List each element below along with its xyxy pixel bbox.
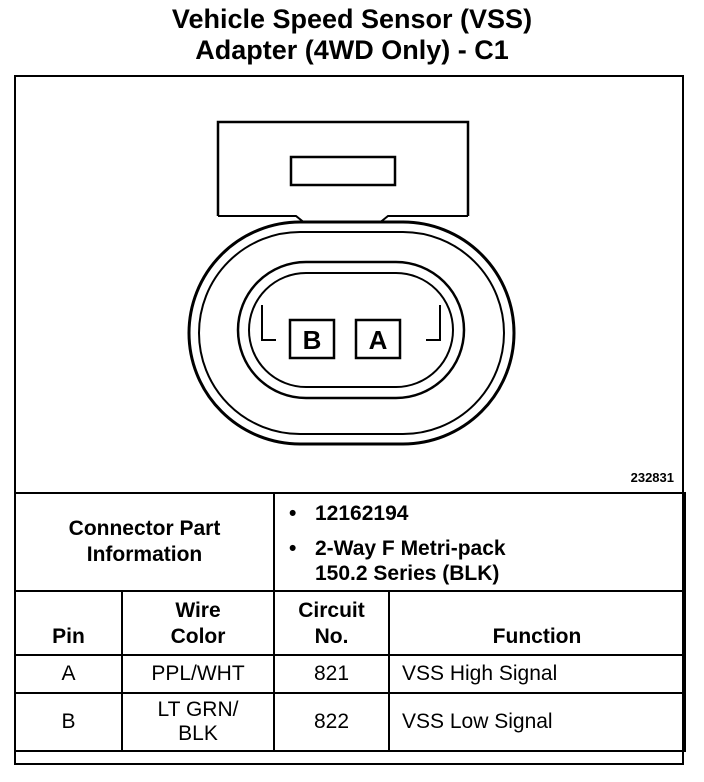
connector-shell-inner-ring bbox=[198, 231, 505, 435]
header-circuit-no: Circuit No. bbox=[273, 590, 390, 656]
key-rib-right bbox=[426, 305, 441, 341]
connector-face-drawing: B A bbox=[187, 120, 516, 446]
pin-cell: A bbox=[14, 654, 123, 694]
connector-info-values: • 12162194 • 2-Way F Metri-pack 150.2 Seri… bbox=[272, 492, 687, 592]
header-pin: Pin bbox=[14, 590, 123, 656]
header-function-text: Function bbox=[492, 625, 582, 648]
connector-socket bbox=[248, 272, 454, 388]
cavity-b-label: B bbox=[303, 325, 322, 355]
title-line-2: Adapter (4WD Only) - C1 bbox=[195, 35, 509, 65]
header-pin-text: Pin bbox=[52, 625, 85, 648]
circuit-cell: 821 bbox=[273, 654, 390, 694]
title-line-1: Vehicle Speed Sensor (VSS) bbox=[171, 4, 533, 34]
function-cell: VSS High Signal bbox=[387, 654, 687, 694]
circuit-cell: 822 bbox=[273, 692, 390, 752]
header-circuit-line1: Circuit bbox=[298, 599, 365, 622]
connector-info-row: Connector Part Information • 12162194 • 2-… bbox=[14, 492, 687, 592]
bullet: • bbox=[289, 501, 297, 525]
wire-color-cell: PPL/WHT bbox=[121, 654, 275, 694]
wire-color-line2: BLK bbox=[178, 722, 218, 745]
header-function: Function bbox=[387, 590, 687, 656]
connector-housing bbox=[216, 120, 470, 216]
connector-illustration-frame bbox=[14, 75, 684, 765]
wire-color-line1: LT GRN/ bbox=[157, 698, 239, 721]
connector-description-line1: 2-Way F Metri-pack bbox=[315, 536, 506, 560]
connector-pinout-table: Connector Part Information • 12162194 • 2-… bbox=[14, 492, 687, 752]
connector-info-label-line2: Information bbox=[86, 543, 203, 566]
connector-socket-rim bbox=[236, 260, 466, 400]
function-cell: VSS Low Signal bbox=[387, 692, 687, 752]
connector-description-line2: 150.2 Series (BLK) bbox=[315, 561, 500, 585]
bullet: • bbox=[289, 536, 297, 560]
table-row: B LT GRN/ BLK 822 VSS Low Signal bbox=[14, 692, 687, 752]
header-wire-color: Wire Color bbox=[121, 590, 275, 656]
locking-tab bbox=[289, 155, 397, 187]
connector-info-label: Connector Part Information bbox=[14, 492, 275, 592]
pin-cell: B bbox=[14, 692, 123, 752]
cavity-b-box bbox=[288, 318, 336, 360]
cavity-a-box bbox=[354, 318, 402, 360]
key-rib-left bbox=[261, 305, 276, 341]
header-circuit-line2: No. bbox=[314, 625, 349, 648]
part-number: 12162194 bbox=[315, 501, 409, 525]
header-wire-line2: Color bbox=[170, 625, 226, 648]
connector-info-label-line1: Connector Part bbox=[68, 517, 221, 540]
wire-color-cell: LT GRN/ BLK bbox=[121, 692, 275, 752]
figure-id: 232831 bbox=[630, 470, 674, 485]
cavity-a-label: A bbox=[369, 325, 388, 355]
table-header-row: Pin Wire Color Circuit No. Function bbox=[14, 590, 687, 656]
diagram-title: Vehicle Speed Sensor (VSS) Adapter (4WD … bbox=[0, 4, 704, 66]
table-row: A PPL/WHT 821 VSS High Signal bbox=[14, 654, 687, 694]
header-wire-line1: Wire bbox=[175, 599, 221, 622]
